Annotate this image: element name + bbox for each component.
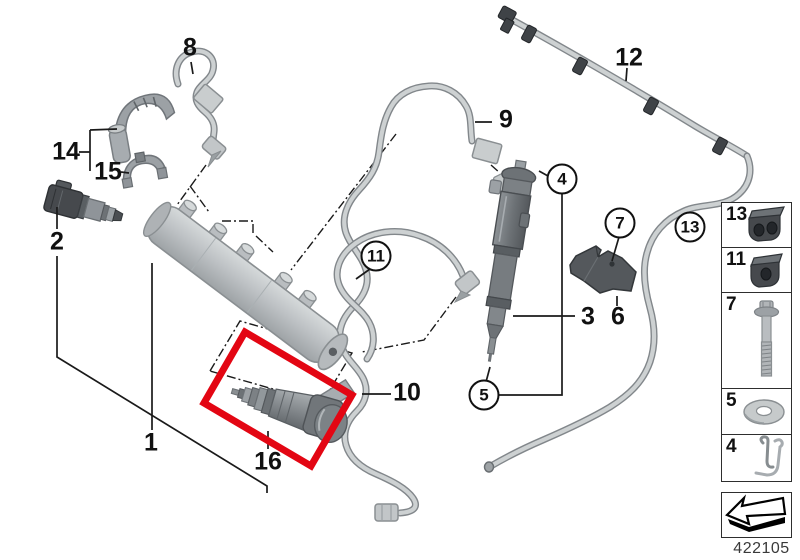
callout-11-circled[interactable]: 11 [360,240,392,272]
injector [485,159,537,362]
callout-14[interactable]: 14 [52,137,80,166]
legend-cell-13[interactable]: 13 [722,203,791,248]
legend-number: 5 [726,390,737,411]
callout-5-circled[interactable]: 5 [468,379,500,411]
callout-13-circled[interactable]: 13 [674,211,706,243]
injection-pipe-8 [172,47,227,168]
parts-legend: 13 11 7 [721,202,792,482]
direction-arrow-icon [725,494,787,532]
legend-cell-7[interactable]: 7 [722,293,791,389]
clamp-lower-15 [121,151,169,189]
pipe-cone [207,150,222,168]
union-nut [374,503,399,522]
callout-6[interactable]: 6 [611,302,625,331]
pipe-cone [453,290,472,304]
pipe-damper-block [193,83,224,114]
callout-1[interactable]: 1 [144,428,158,457]
injector-nozzle [486,336,497,355]
fuel-rail [142,199,349,371]
callout-8[interactable]: 8 [183,33,197,62]
injection-pipe-11 [333,228,481,363]
wire-retaining-clip-icon [754,435,784,477]
injection-pipe-9-10 [336,82,503,522]
rail-body [146,205,340,363]
clamp-upper-14 [107,93,176,164]
callout-10[interactable]: 10 [393,378,421,407]
legend-number: 4 [726,436,737,457]
view-direction-box [721,492,792,538]
assembly-guide-lines [176,133,501,404]
callout-4-circled[interactable]: 4 [546,163,578,195]
legend-number: 7 [726,294,737,315]
legend-number: 13 [726,204,748,225]
injector-hold-down-bracket [569,245,637,294]
union-nut [201,135,227,160]
pipe-damper-block [471,137,503,165]
callout-7-circled[interactable]: 7 [604,207,636,239]
callout-leader-lines [56,61,628,493]
legend-cell-5[interactable]: 5 [722,389,791,435]
union-nut [454,270,481,295]
rubber-mount-two-holes-icon [748,206,785,242]
washer-icon [743,399,785,425]
legend-number: 11 [726,249,747,270]
callout-15[interactable]: 15 [94,157,122,186]
rubber-mount-one-hole-icon [750,253,783,288]
hex-flange-bolt-icon [753,300,780,377]
legend-cell-11[interactable]: 11 [722,248,791,293]
pressure-sensor [43,179,124,223]
pressure-regulating-valve [230,378,356,444]
callout-3[interactable]: 3 [581,302,595,331]
highlight-box-part-16 [199,327,357,471]
callout-9[interactable]: 9 [499,105,513,134]
hose-open-end [483,461,495,473]
drawing-number: 422105 [733,540,790,557]
callout-16[interactable]: 16 [254,447,282,476]
callout-2[interactable]: 2 [50,227,64,256]
leak-off-pipe-12 [497,5,751,160]
legend-cell-4[interactable]: 4 [722,435,791,481]
t-connector-icon [497,5,728,156]
callout-12[interactable]: 12 [615,43,643,72]
